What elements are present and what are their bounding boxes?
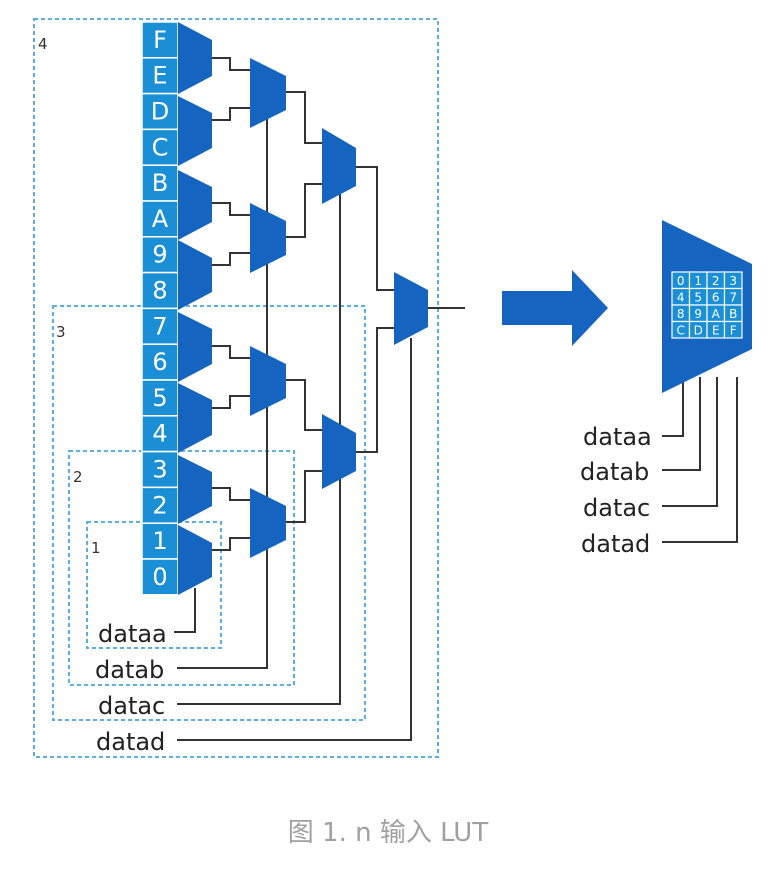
region-box-4 — [33, 18, 439, 758]
truth-cell — [141, 558, 179, 596]
lut-grid-cell-label: E — [712, 323, 720, 337]
mux — [250, 58, 286, 128]
truth-cell-label: 4 — [152, 420, 167, 448]
truth-cell-label: A — [152, 205, 169, 233]
region-label-4: 4 — [38, 35, 48, 53]
input-label-datab: datab — [95, 656, 164, 684]
input-label-datad: datad — [96, 728, 165, 756]
truth-cell-label: 5 — [152, 384, 167, 412]
mux — [178, 455, 212, 524]
region-box-3 — [52, 305, 366, 721]
figure-caption: 图 1. n 输入 LUT — [287, 818, 489, 848]
truth-cell-label: 1 — [152, 527, 167, 555]
lut-input-label-datad: datad — [581, 530, 650, 558]
mux — [322, 414, 356, 489]
mux — [178, 170, 212, 240]
lut-grid-cell-label: A — [712, 307, 721, 321]
mux — [178, 96, 212, 166]
lut-grid-cell-label: 2 — [712, 274, 720, 288]
truth-cell — [141, 379, 179, 417]
lut-grid-cell-label: C — [677, 323, 685, 337]
truth-cell-label: 7 — [152, 312, 167, 340]
mux — [178, 383, 212, 453]
mux — [394, 272, 428, 345]
input-label-dataa: dataa — [98, 620, 167, 648]
mux-level-3 — [322, 128, 356, 489]
truth-cell-label: 3 — [152, 456, 167, 484]
lut-input-label-dataa: dataa — [583, 423, 652, 451]
lut-grid-cell-label: 5 — [694, 290, 702, 304]
lut-grid-cell-label: B — [729, 307, 737, 321]
lut-grid-cell-label: 9 — [694, 307, 702, 321]
mux-level-1 — [178, 22, 212, 595]
mux — [178, 312, 212, 382]
truth-cell-label: 8 — [152, 277, 167, 305]
lut-grid-cell-label: 3 — [729, 274, 737, 288]
truth-cell-label: 9 — [152, 241, 167, 269]
truth-cell-label: 6 — [152, 348, 167, 376]
truth-cell — [141, 486, 179, 524]
truth-cell-label: B — [152, 169, 168, 197]
region-label-3: 3 — [56, 323, 66, 341]
truth-cell-label: D — [151, 98, 169, 126]
lut-input-label-datab: datab — [580, 458, 649, 486]
region-label-2: 2 — [73, 468, 83, 486]
lut-grid-cell — [723, 320, 743, 339]
region-label-1: 1 — [91, 539, 101, 557]
input-label-datac: datac — [98, 692, 165, 720]
lut-input-label-datac: datac — [583, 494, 650, 522]
lut-grid-cell-label: 6 — [712, 290, 720, 304]
lut-grid-cell-label: D — [694, 323, 703, 337]
lut-grid-cell-label: 1 — [694, 274, 702, 288]
lut-grid-cell-label: 8 — [677, 307, 685, 321]
truth-cell-label: E — [152, 62, 167, 90]
mux-level-4 — [394, 272, 428, 345]
arrow-icon — [502, 270, 608, 346]
truth-cell-label: 2 — [152, 491, 167, 519]
mux — [178, 22, 212, 94]
mux — [178, 240, 212, 310]
mux — [250, 203, 286, 273]
lut-grid-cell-label: 0 — [677, 274, 685, 288]
truth-cell — [141, 343, 179, 381]
mux — [250, 488, 286, 558]
mux — [322, 128, 356, 204]
mux-level-2 — [250, 58, 286, 558]
mux — [178, 525, 212, 595]
truth-cell-label: F — [153, 26, 167, 54]
truth-cell — [141, 200, 179, 238]
truth-cell-label: C — [152, 133, 169, 161]
lut-grid-cell-label: 7 — [729, 290, 737, 304]
lut-grid-cell-label: F — [730, 323, 737, 337]
wires — [174, 57, 738, 741]
truth-cell — [141, 57, 179, 95]
mux — [250, 346, 286, 416]
lut-grid-cell-label: 4 — [677, 290, 685, 304]
truth-cell-label: 0 — [152, 563, 167, 591]
